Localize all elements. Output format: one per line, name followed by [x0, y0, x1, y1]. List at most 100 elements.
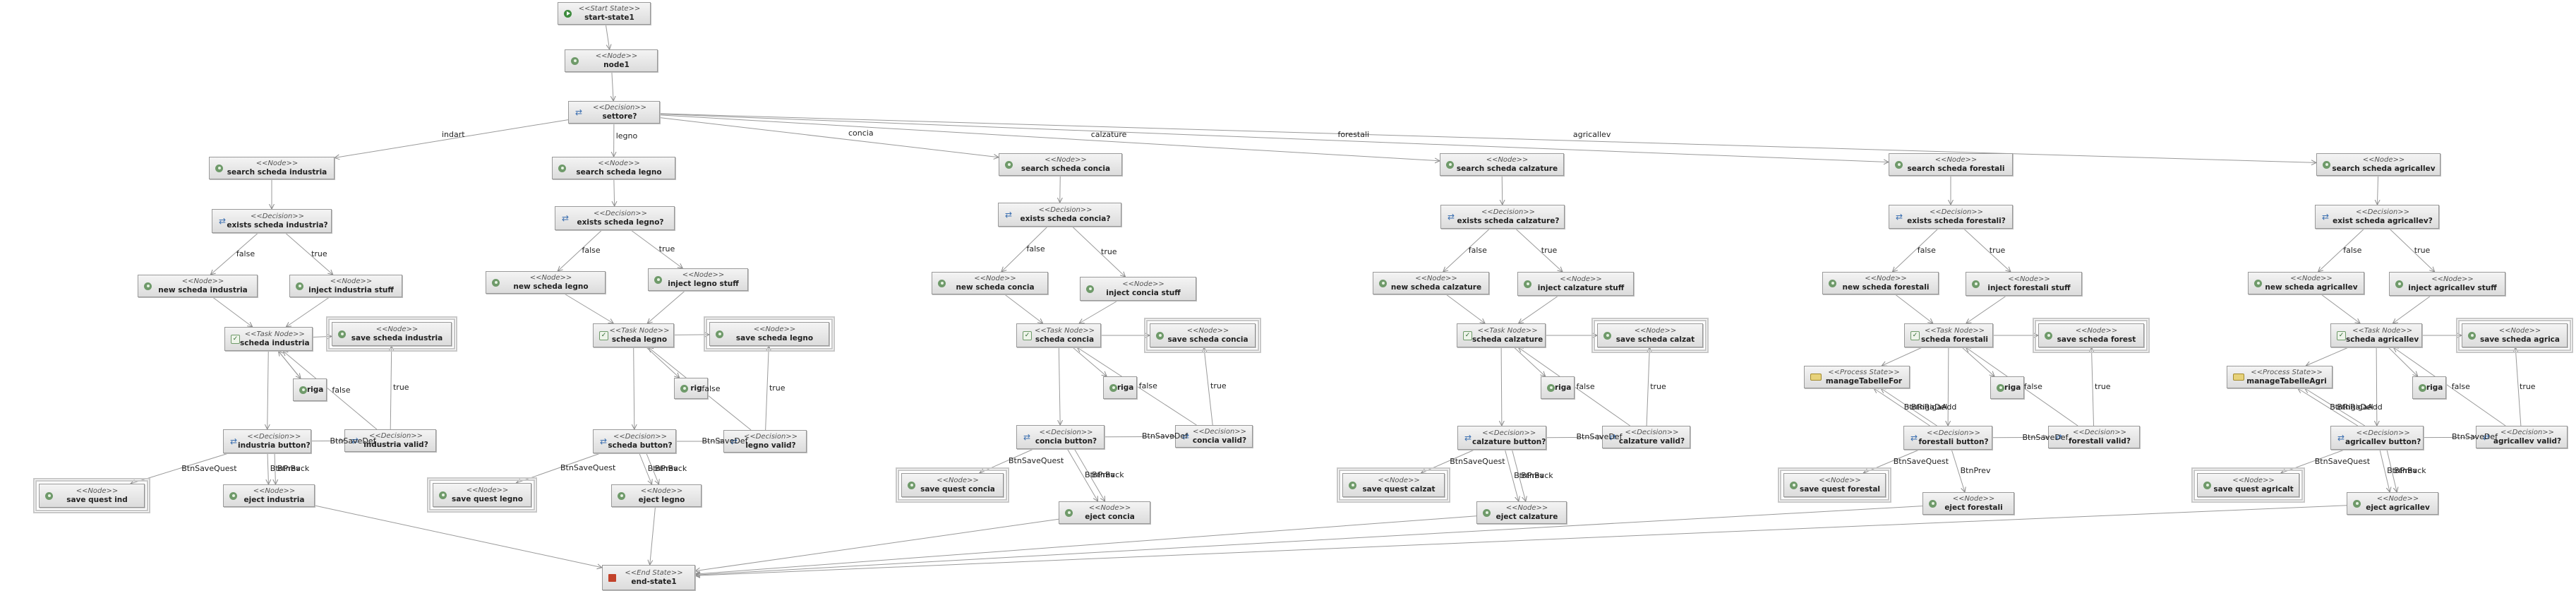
transition-cal-search-to-cal-exists[interactable]: [1502, 175, 1503, 205]
state-ind-task[interactable]: ✓<<Task Node>>scheda industria: [224, 327, 313, 351]
state-agr-inject[interactable]: <<Node>>inject agricallev stuff: [2389, 272, 2505, 296]
transition-con-eject-to-end[interactable]: [695, 518, 1059, 571]
transition-ind-inject-to-ind-task[interactable]: [286, 297, 330, 327]
state-cal-save[interactable]: <<Node>>save scheda calzat: [1591, 318, 1709, 353]
transition-for-new-to-for-task[interactable]: [1895, 294, 1932, 323]
state-for-search[interactable]: <<Node>>search scheda forestali: [1889, 153, 2013, 176]
state-leg-valid[interactable]: ⇄<<Decision>>legno valid?: [723, 430, 807, 453]
state-agr-valid[interactable]: ⇄<<Decision>>agricallev valid?: [2476, 426, 2568, 448]
transition-agr-search-to-agr-exists[interactable]: [2377, 175, 2378, 205]
state-ind-save[interactable]: <<Node>>save scheda industria: [326, 316, 457, 352]
state-node1[interactable]: <<Node>>node1: [565, 49, 658, 72]
state-cal-new[interactable]: <<Node>>new scheda calzature: [1373, 272, 1489, 294]
transition-leg-new-to-leg-task[interactable]: [564, 293, 614, 323]
transition-cal-task-to-cal-riga[interactable]: [1514, 347, 1545, 376]
transition-con-task-to-con-riga[interactable]: [1072, 347, 1107, 376]
state-for-eject[interactable]: <<Node>>eject forestali: [1922, 492, 2014, 515]
state-ind-valid[interactable]: ⇄<<Decision>>industria valid?: [344, 429, 436, 452]
state-leg-new[interactable]: <<Node>>new scheda legno: [486, 271, 606, 294]
transition-ind-new-to-ind-task[interactable]: [212, 297, 252, 327]
state-for-process[interactable]: <<Process State>>manageTabelleFor: [1804, 366, 1910, 388]
state-ind-new[interactable]: <<Node>>new scheda industria: [138, 275, 258, 297]
state-agr-exists[interactable]: ⇄<<Decision>>exist scheda agricallev?: [2315, 205, 2439, 229]
transition-agr-task-to-agr-riga[interactable]: [2388, 347, 2418, 376]
state-con-new[interactable]: <<Node>>new scheda concia: [932, 272, 1048, 294]
transition-con-search-to-con-exists[interactable]: [1060, 175, 1061, 203]
transition-cal-task-to-cal-button[interactable]: [1501, 347, 1502, 426]
state-cal-task[interactable]: ✓<<Task Node>>scheda calzature: [1457, 323, 1546, 347]
transition-for-eject-to-end[interactable]: [695, 506, 1923, 575]
state-con-search[interactable]: <<Node>>search scheda concia: [999, 153, 1122, 176]
state-for-valid[interactable]: ⇄<<Decision>>forestali valid?: [2048, 426, 2140, 448]
state-ind-quest[interactable]: <<Node>>save quest ind: [33, 478, 150, 513]
state-leg-riga[interactable]: rig: [674, 378, 708, 399]
state-for-inject[interactable]: <<Node>>inject forestali stuff: [1966, 272, 2082, 296]
transition-cal-eject-to-end[interactable]: [695, 515, 1477, 574]
state-cal-inject[interactable]: <<Node>>inject calzature stuff: [1517, 272, 1634, 296]
state-for-task[interactable]: ✓<<Task Node>>scheda forestali: [1904, 323, 1993, 347]
state-con-riga[interactable]: riga: [1103, 376, 1137, 399]
transition-con-task-to-con-button[interactable]: [1059, 347, 1060, 425]
transition-ind-task-to-ind-save[interactable]: [312, 336, 332, 337]
state-agr-new[interactable]: <<Node>>new scheda agricallev: [2248, 272, 2364, 294]
state-con-quest[interactable]: <<Node>>save quest concia: [896, 467, 1009, 503]
transition-settore-to-con-search[interactable]: [659, 117, 999, 157]
state-for-new[interactable]: <<Node>>new scheda forestali: [1822, 272, 1939, 294]
transition-ind-riga-to-ind-task[interactable]: [278, 351, 301, 379]
transition-leg-task-to-leg-riga[interactable]: [646, 347, 680, 378]
transition-ind-task-to-ind-riga[interactable]: [277, 350, 301, 378]
transition-cal-inject-to-cal-task[interactable]: [1519, 295, 1559, 323]
state-leg-task[interactable]: ✓<<Task Node>>scheda legno: [593, 323, 674, 347]
state-end[interactable]: <<End State>>end-state1: [602, 565, 695, 590]
state-leg-search[interactable]: <<Node>>search scheda legno: [552, 157, 675, 179]
transition-for-task-to-for-process[interactable]: [1882, 347, 1922, 366]
state-con-valid[interactable]: ⇄<<Decision>>concia valid?: [1175, 425, 1253, 448]
transition-leg-inject-to-leg-task[interactable]: [647, 290, 685, 323]
transition-start-to-node1[interactable]: [605, 24, 609, 49]
state-agr-riga[interactable]: riga i: [2412, 376, 2446, 399]
transition-ind-eject-to-end[interactable]: [314, 505, 602, 568]
transition-node1-to-settore[interactable]: [612, 71, 613, 101]
transition-con-new-to-con-task[interactable]: [1004, 294, 1043, 323]
transition-agr-new-to-agr-task[interactable]: [2321, 294, 2360, 323]
state-for-button[interactable]: ⇄<<Decision>>forestali button?: [1903, 426, 1992, 450]
state-leg-quest[interactable]: <<Node>>save quest legno: [427, 477, 537, 513]
state-agr-save[interactable]: <<Node>>save scheda agrica: [2456, 318, 2573, 353]
state-agr-eject[interactable]: <<Node>>eject agricallev: [2347, 492, 2438, 515]
transition-for-task-to-for-button[interactable]: [1948, 347, 1949, 426]
transition-leg-search-to-leg-exists[interactable]: [614, 179, 615, 206]
transition-ind-button-to-ind-eject[interactable]: [267, 453, 268, 484]
state-con-inject[interactable]: <<Node>>inject concia stuff: [1080, 277, 1196, 301]
transition-leg-eject-to-end[interactable]: [650, 506, 656, 565]
transition-for-task-to-for-riga[interactable]: [1961, 347, 1994, 376]
state-for-save[interactable]: <<Node>>save scheda forest: [2033, 318, 2150, 353]
state-leg-save[interactable]: <<Node>>save scheda legno: [704, 316, 835, 352]
state-cal-eject[interactable]: <<Node>>eject calzature: [1476, 501, 1567, 524]
transition-agr-valid-to-agr-task[interactable]: [2393, 347, 2506, 426]
transition-ind-valid-to-ind-save[interactable]: [390, 346, 392, 430]
transition-cal-new-to-cal-task[interactable]: [1445, 294, 1485, 323]
state-agr-search[interactable]: <<Node>>search scheda agricallev: [2316, 153, 2440, 176]
transition-leg-valid-to-leg-save[interactable]: [765, 346, 769, 431]
state-ind-eject[interactable]: <<Node>>eject industria: [223, 484, 315, 507]
state-for-quest[interactable]: <<Node>>save quest forestal: [1778, 467, 1891, 503]
state-agr-button[interactable]: ⇄<<Decision>>agricallev button?: [2330, 426, 2424, 450]
state-con-exists[interactable]: ⇄<<Decision>>exists scheda concia?: [998, 203, 1121, 227]
state-con-save[interactable]: <<Node>>save scheda concia: [1144, 318, 1261, 353]
state-agr-quest[interactable]: <<Node>>save quest agricalt: [2191, 467, 2305, 503]
state-leg-exists[interactable]: ⇄<<Decision>>exists scheda legno?: [555, 206, 675, 230]
state-cal-exists[interactable]: ⇄<<Decision>>exists scheda calzature?: [1440, 205, 1565, 229]
state-settore[interactable]: ⇄<<Decision>>settore?: [568, 101, 660, 124]
state-cal-button[interactable]: ⇄<<Decision>>calzature button?: [1457, 426, 1546, 450]
state-cal-search[interactable]: <<Node>>search scheda calzature: [1440, 153, 1564, 176]
state-leg-inject[interactable]: <<Node>>inject legno stuff: [648, 268, 748, 291]
state-agr-task[interactable]: ✓<<Task Node>>scheda agricallev: [2330, 323, 2422, 347]
state-ind-button[interactable]: ⇄<<Decision>>industria button?: [223, 429, 311, 453]
state-leg-button[interactable]: ⇄<<Decision>>scheda button?: [593, 429, 676, 453]
state-cal-valid[interactable]: ⇄<<Decision>>calzature valid?: [1602, 426, 1690, 448]
transition-con-inject-to-con-task[interactable]: [1079, 300, 1118, 323]
transition-agr-inject-to-agr-task[interactable]: [2393, 295, 2431, 323]
state-con-button[interactable]: ⇄<<Decision>>concia button?: [1016, 425, 1105, 449]
transition-for-inject-to-for-task[interactable]: [1966, 295, 2006, 323]
transition-settore-to-for-search[interactable]: [659, 114, 1889, 162]
